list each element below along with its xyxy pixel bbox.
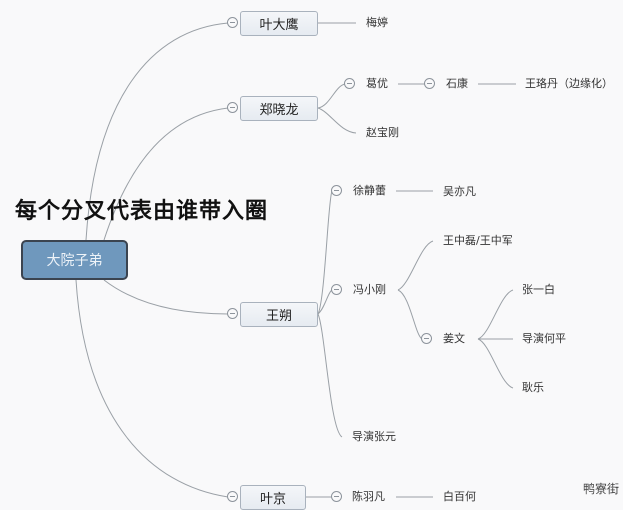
watermark: 鸭寮街 bbox=[583, 482, 620, 496]
leaf-node[interactable]: 王中磊/王中军 bbox=[443, 234, 513, 247]
collapse-icon[interactable] bbox=[344, 78, 355, 89]
sub-node[interactable]: 石康 bbox=[446, 77, 468, 90]
collapse-icon[interactable] bbox=[227, 491, 238, 502]
leaf-node[interactable]: 吴亦凡 bbox=[443, 185, 476, 198]
collapse-icon[interactable] bbox=[424, 78, 435, 89]
collapse-icon[interactable] bbox=[227, 308, 238, 319]
leaf-node[interactable]: 导演张元 bbox=[352, 430, 396, 443]
sub-node[interactable]: 徐静蕾 bbox=[353, 184, 386, 197]
diagram-title: 每个分叉代表由谁带入圈 bbox=[15, 199, 269, 224]
collapse-icon[interactable] bbox=[331, 185, 342, 196]
leaf-node[interactable]: 梅婷 bbox=[366, 16, 388, 29]
collapse-icon[interactable] bbox=[331, 284, 342, 295]
leaf-node[interactable]: 王珞丹（边缘化） bbox=[525, 77, 613, 90]
sub-node[interactable]: 冯小刚 bbox=[353, 283, 386, 296]
collapse-icon[interactable] bbox=[227, 102, 238, 113]
branch-node-zheng-xiaolong[interactable]: 郑晓龙 bbox=[240, 96, 318, 121]
sub-node[interactable]: 姜文 bbox=[443, 332, 465, 345]
leaf-node[interactable]: 张一白 bbox=[522, 283, 555, 296]
leaf-node[interactable]: 耿乐 bbox=[522, 381, 544, 394]
branch-node-wang-shuo[interactable]: 王朔 bbox=[240, 302, 318, 327]
collapse-icon[interactable] bbox=[227, 17, 238, 28]
sub-node[interactable]: 葛优 bbox=[366, 77, 388, 90]
collapse-icon[interactable] bbox=[331, 491, 342, 502]
branch-node-ye-daying[interactable]: 叶大鹰 bbox=[240, 11, 318, 36]
collapse-icon[interactable] bbox=[421, 333, 432, 344]
branch-node-ye-jing[interactable]: 叶京 bbox=[240, 485, 306, 510]
leaf-node[interactable]: 白百何 bbox=[443, 490, 476, 503]
sub-node[interactable]: 陈羽凡 bbox=[352, 490, 385, 503]
leaf-node[interactable]: 导演何平 bbox=[522, 332, 566, 345]
central-node[interactable]: 大院子弟 bbox=[21, 240, 128, 280]
leaf-node[interactable]: 赵宝刚 bbox=[366, 126, 399, 139]
